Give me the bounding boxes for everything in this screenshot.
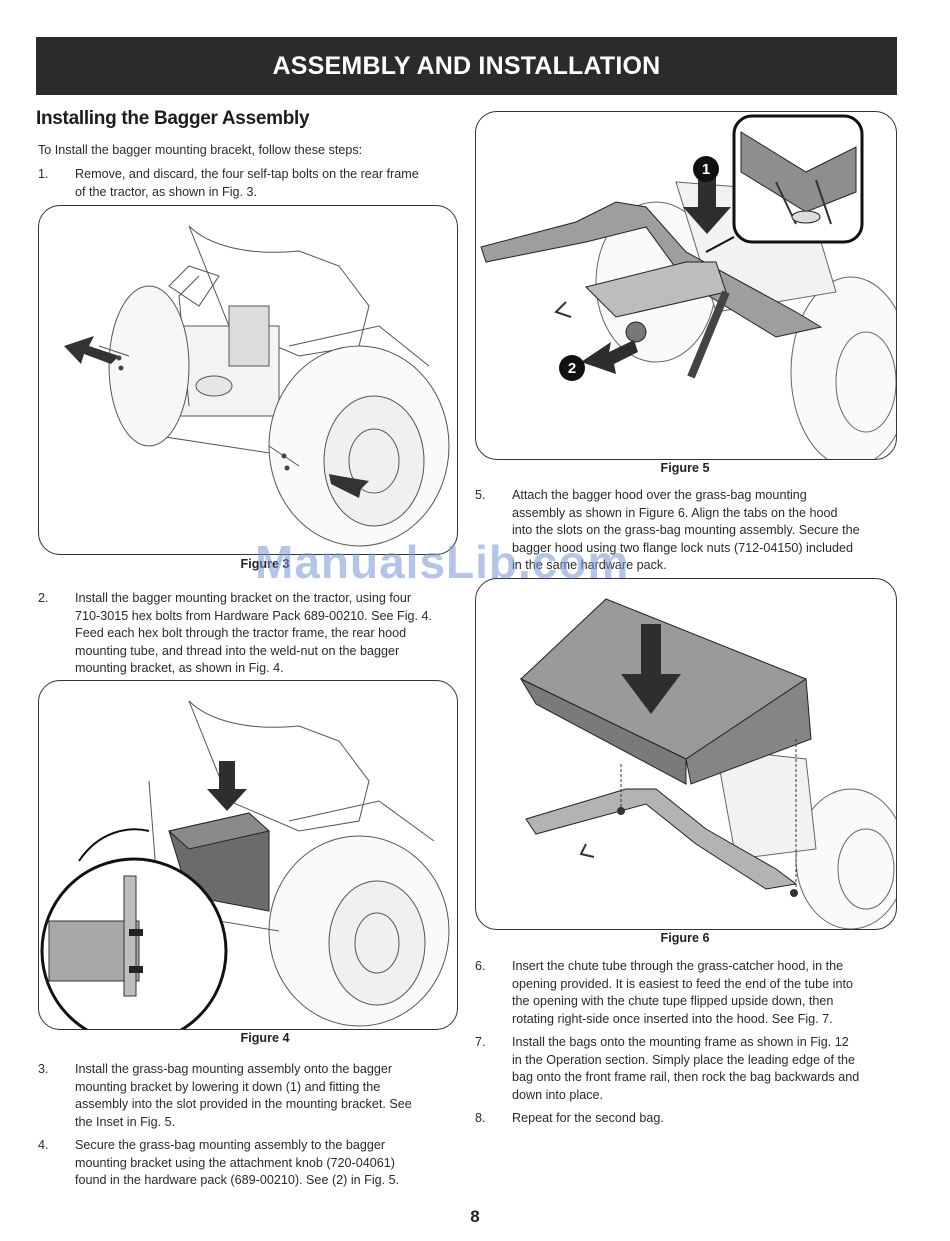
- step-line: rotating right-side once inserted into t…: [512, 1011, 833, 1026]
- step-line: the opening with the chute tupe flipped …: [512, 994, 834, 1009]
- step-line: Remove, and discard, the four self-tap b…: [75, 167, 419, 181]
- step-line: 710-3015 hex bolts from Hardware Pack 68…: [75, 608, 433, 623]
- figure-4-illustration: [38, 680, 458, 1030]
- figure-6-caption: Figure 6: [660, 931, 710, 945]
- step-number: 5.: [475, 488, 486, 502]
- step-number: 8.: [475, 1111, 486, 1125]
- step-number: 1.: [38, 167, 49, 181]
- step-line: mounting tube, and thread into the weld-…: [75, 643, 400, 658]
- mounting-frame: [480, 201, 823, 338]
- step-line: in the Operation section. Simply place t…: [512, 1052, 856, 1067]
- bagger-hood-drawing: [519, 598, 896, 929]
- step-line: bag onto the front frame rail, then rock…: [512, 1070, 860, 1085]
- page-number: 8: [470, 1207, 480, 1226]
- step-line: Install the bagger mounting bracket on t…: [75, 591, 412, 605]
- intro-text: To Install the bagger mounting bracekt, …: [38, 143, 363, 157]
- step-line: found in the hardware pack (689-00210). …: [75, 1173, 400, 1188]
- watermark: ManualsLib.com: [255, 536, 630, 588]
- section-banner: ASSEMBLY AND INSTALLATION: [36, 37, 897, 95]
- step-line: opening provided. It is easiest to feed …: [512, 976, 853, 991]
- step-line: assembly as shown in Figure 6. Align the…: [512, 505, 838, 520]
- arrow-icon: [329, 474, 369, 498]
- figure-5-caption: Figure 5: [660, 461, 710, 475]
- arrow-down-icon: [621, 624, 681, 714]
- callout-2-label: 2: [568, 360, 576, 377]
- step-line: mounting bracket, as shown in Fig. 4.: [75, 661, 284, 676]
- tractor-rear-drawing: [64, 225, 450, 547]
- step-number: 2.: [38, 591, 49, 605]
- step-line: Attach the bagger hood over the grass-ba…: [512, 488, 807, 502]
- step-number: 6.: [475, 959, 486, 973]
- bracket-install-drawing: [40, 700, 450, 1029]
- step-line: bagger hood using two flange lock nuts (…: [512, 540, 853, 555]
- step-line: Insert the chute tube through the grass-…: [512, 959, 844, 973]
- callout-2-badge: [559, 355, 585, 381]
- callout-1-label: 1: [702, 161, 710, 178]
- step-line: assembly into the slot provided in the m…: [75, 1097, 412, 1112]
- section-title: Installing the Bagger Assembly: [36, 108, 310, 129]
- step-line: Secure the grass-bag mounting assembly t…: [75, 1138, 386, 1152]
- step-line: the Inset in Fig. 5.: [75, 1114, 176, 1129]
- figure-4-caption: Figure 4: [240, 1031, 290, 1045]
- step-line: Feed each hex bolt through the tractor f…: [75, 626, 407, 641]
- step-line: Repeat for the second bag.: [512, 1111, 664, 1125]
- arrow-down-icon: [207, 761, 247, 811]
- step-number: 7.: [475, 1035, 486, 1049]
- step-line: mounting bracket by lowering it down (1)…: [75, 1079, 381, 1094]
- step-line: mounting bracket using the attachment kn…: [75, 1155, 395, 1170]
- figure-3-caption: Figure 3: [240, 557, 290, 571]
- knob-icon: [625, 321, 647, 343]
- arrow-icon: [64, 336, 119, 364]
- arrow-icon: [581, 340, 638, 374]
- arrow-down-icon: [683, 162, 731, 234]
- callout-1-badge: [693, 156, 719, 182]
- step-line: into the slots on the grass-bag mounting…: [512, 523, 860, 538]
- step-line: Install the grass-bag mounting assembly …: [75, 1062, 393, 1076]
- grass-bag-mount-drawing: 1 2: [480, 114, 896, 459]
- figure-6-illustration: [475, 578, 897, 930]
- figure-3-illustration: [38, 205, 458, 555]
- step-line: Install the bags onto the mounting frame…: [512, 1035, 849, 1049]
- step-line: down into place.: [512, 1087, 604, 1102]
- figure-5-illustration: 1 2: [475, 111, 897, 460]
- step-number: 4.: [38, 1138, 49, 1152]
- step-number: 3.: [38, 1062, 49, 1076]
- step-line: in the same hardware pack.: [512, 558, 667, 573]
- step-line: of the tractor, as shown in Fig. 3.: [75, 184, 258, 199]
